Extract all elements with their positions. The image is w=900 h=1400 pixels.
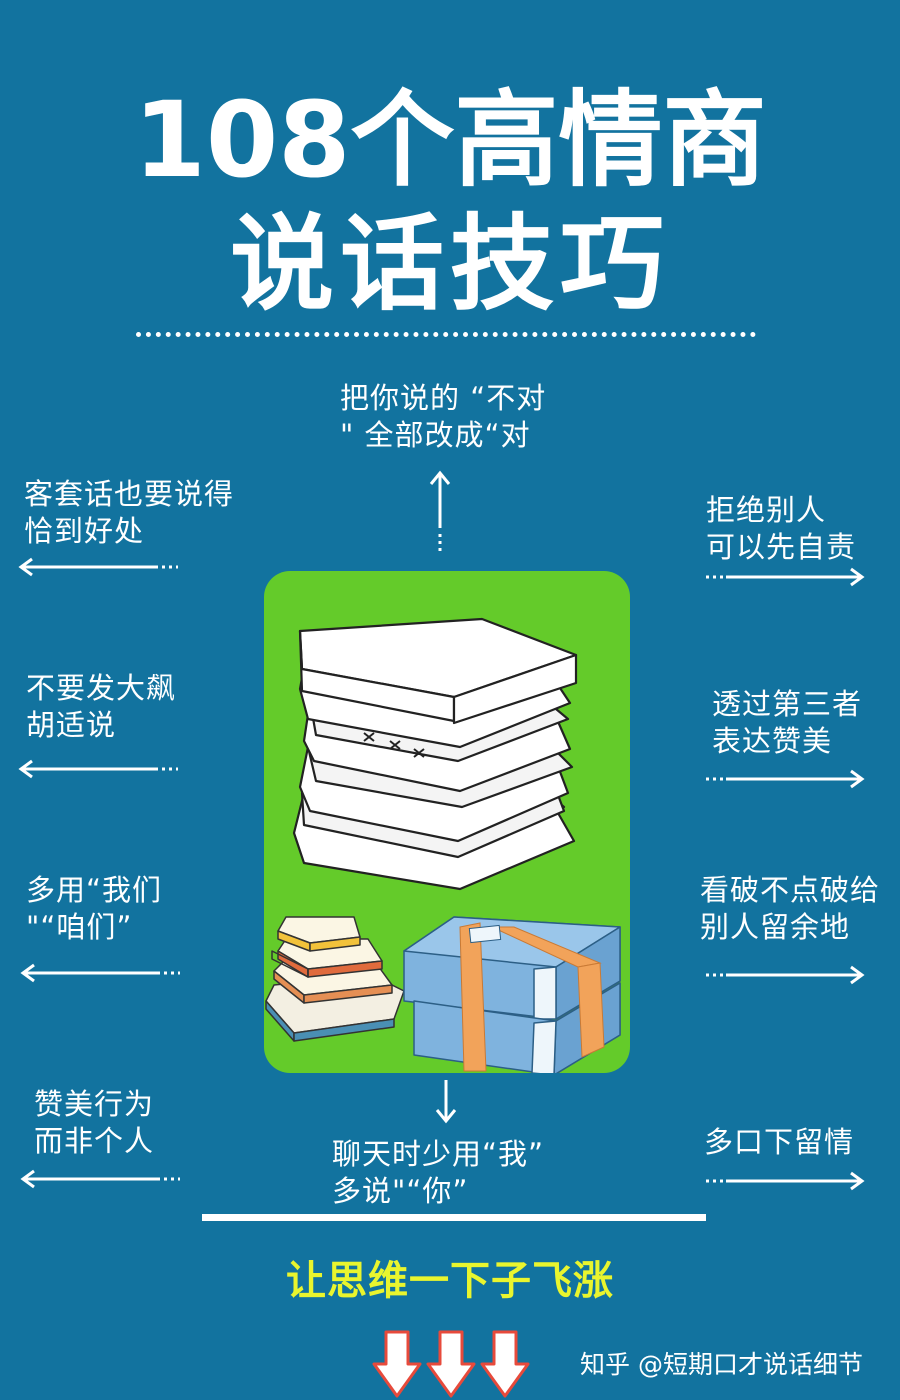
tip-right-3-line-1: 看破不点破给 <box>700 873 881 907</box>
tip-right-2: 透过第三者 表达赞美 <box>712 686 862 760</box>
center-panel <box>264 571 630 1076</box>
tip-left-2-line-1: 不要发大飙 <box>26 671 177 705</box>
tip-right-2-line-2: 表达赞美 <box>712 724 833 758</box>
arrow-left-icon <box>18 759 178 779</box>
title-line-1: 108个高情商 <box>133 79 767 201</box>
tip-bottom-line-2: 多说"“你” <box>332 1174 469 1208</box>
tip-bottom: 聊天时少用“我” 多说"“你” <box>332 1136 544 1210</box>
tip-left-3-line-1: 多用“我们 <box>26 873 163 907</box>
tip-right-2-line-1: 透过第三者 <box>712 687 863 721</box>
down-arrows-icon <box>372 1330 530 1398</box>
arrow-right-icon <box>706 769 865 789</box>
tip-left-1-line-1: 客套话也要说得 <box>24 477 235 511</box>
watermark: 知乎 @短期口才说话细节 <box>580 1350 863 1379</box>
tip-left-4-line-1: 赞美行为 <box>34 1087 155 1121</box>
tip-left-1: 客套话也要说得 恰到好处 <box>24 476 234 550</box>
tip-top-line-1: 把你说的 “不对 <box>340 381 547 415</box>
arrow-right-icon <box>706 1171 865 1191</box>
tip-right-1-line-1: 拒绝别人 <box>706 493 827 527</box>
tip-right-1-line-2: 可以先自责 <box>706 530 857 564</box>
arrow-right-icon <box>706 965 865 985</box>
slogan: 让思维一下子飞涨 <box>286 1258 614 1304</box>
tip-top-line-2: " 全部改成“对 <box>340 418 531 452</box>
tip-right-3: 看破不点破给 别人留余地 <box>700 872 880 946</box>
tip-bottom-line-1: 聊天时少用“我” <box>332 1137 545 1171</box>
tip-left-3-line-2: "“咱们” <box>26 910 133 944</box>
tip-top: 把你说的 “不对 " 全部改成“对 <box>340 380 546 454</box>
bottom-divider <box>202 1214 706 1221</box>
arrow-left-icon <box>18 557 178 577</box>
tip-right-4-line-1: 多口下留情 <box>704 1125 855 1159</box>
arrow-down-icon <box>435 1080 457 1124</box>
arrow-right-icon <box>706 567 865 587</box>
tip-left-2-line-2: 胡适说 <box>26 708 117 742</box>
tip-left-4: 赞美行为 而非个人 <box>34 1086 154 1160</box>
tip-right-4: 多口下留情 <box>704 1124 854 1161</box>
arrow-left-icon <box>20 1169 180 1189</box>
tip-left-4-line-2: 而非个人 <box>34 1124 155 1158</box>
tip-right-3-line-2: 别人留余地 <box>700 910 851 944</box>
arrow-up-icon <box>429 470 451 554</box>
arrow-left-icon <box>20 963 180 983</box>
tip-left-1-line-2: 恰到好处 <box>24 514 145 548</box>
tip-left-2: 不要发大飙 胡适说 <box>26 670 176 744</box>
title-divider <box>136 332 756 337</box>
tip-left-3: 多用“我们 "“咱们” <box>26 872 162 946</box>
title-line-2: 说话技巧 <box>229 203 670 325</box>
tip-right-1: 拒绝别人 可以先自责 <box>706 492 856 566</box>
books-illustration <box>265 617 621 1076</box>
